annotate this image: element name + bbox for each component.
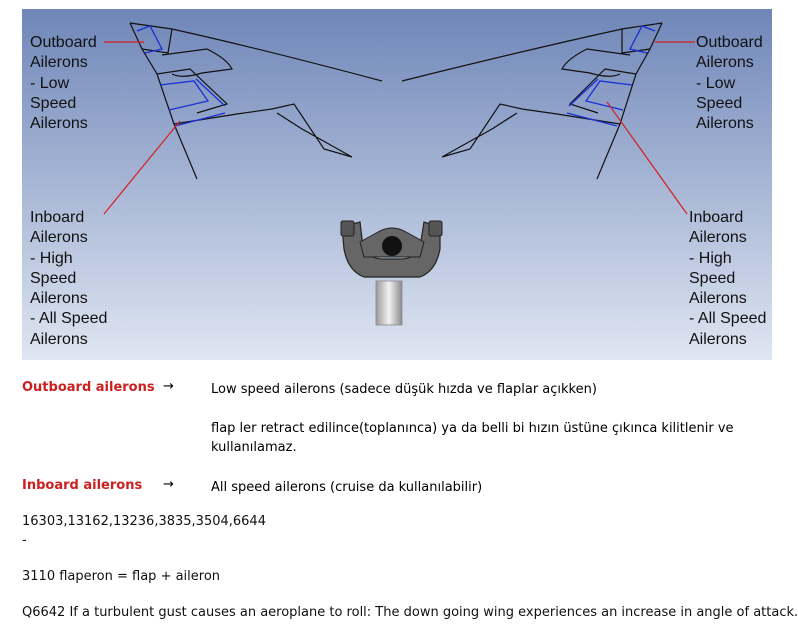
- outboard-detail-line-2: kullanılamaz.: [211, 440, 297, 455]
- label-line: Speed: [30, 94, 77, 112]
- inboard-ailerons-label-right: Inboard Ailerons - High Speed Ailerons -…: [689, 208, 766, 350]
- label-line: Speed: [689, 269, 736, 287]
- inboard-term: Inboard ailerons: [22, 478, 143, 493]
- outboard-description: Low speed ailerons (sadece düşük hızda v…: [211, 382, 597, 397]
- label-line: Outboard: [30, 34, 97, 51]
- label-line: Ailerons: [30, 54, 88, 72]
- right-arrow-icon: →: [163, 477, 174, 492]
- right-arrow-icon: →: [163, 379, 174, 394]
- left-wing: [129, 22, 383, 180]
- aileron-diagram-graphic: [22, 9, 772, 360]
- label-line: Outboard: [696, 34, 763, 51]
- inboard-ailerons-label-left: Inboard Ailerons - High Speed Ailerons -…: [30, 208, 107, 350]
- outboard-detail-line-1: flap ler retract edilince(toplanınca) ya…: [211, 421, 734, 436]
- label-line: Speed: [696, 94, 743, 112]
- inboard-note: Inboard ailerons: [22, 478, 142, 493]
- label-line: Ailerons: [30, 330, 88, 348]
- outboard-term: Outboard ailerons: [22, 380, 155, 395]
- label-line: - High: [689, 249, 732, 267]
- label-line: Inboard: [689, 209, 744, 226]
- label-line: Speed: [30, 269, 77, 287]
- label-line: Ailerons: [689, 330, 747, 348]
- outboard-ailerons-label-left: Outboard Ailerons - Low Speed Ailerons: [30, 33, 97, 134]
- flaperon-note: 3110 flaperon = flap + aileron: [22, 569, 221, 584]
- label-line: Ailerons: [696, 54, 754, 72]
- label-line: - Low: [696, 74, 736, 92]
- dash: -: [22, 533, 27, 548]
- label-line: - High: [30, 249, 73, 267]
- label-line: Ailerons: [689, 229, 747, 247]
- label-line: Ailerons: [696, 115, 754, 133]
- left-wing-ailerons: [136, 25, 226, 127]
- question-note: Q6642 If a turbulent gust causes an aero…: [22, 605, 798, 620]
- label-line: - All Speed: [30, 310, 108, 328]
- label-line: Ailerons: [689, 290, 747, 308]
- label-line: Inboard: [30, 209, 85, 226]
- right-wing: [401, 22, 663, 180]
- control-yoke: [340, 220, 443, 326]
- label-line: Ailerons: [30, 290, 88, 308]
- label-line: - All Speed: [689, 310, 767, 328]
- label-line: Ailerons: [30, 115, 88, 133]
- leader-lines: [103, 41, 695, 215]
- aileron-diagram: Outboard Ailerons - Low Speed Ailerons I…: [22, 9, 772, 360]
- right-wing-ailerons: [566, 25, 656, 127]
- inboard-description: All speed ailerons (cruise da kullanılab…: [211, 480, 483, 495]
- label-line: - Low: [30, 74, 70, 92]
- reference-numbers: 16303,13162,13236,3835,3504,6644: [22, 514, 266, 529]
- outboard-ailerons-label-right: Outboard Ailerons - Low Speed Ailerons: [696, 33, 763, 134]
- label-line: Ailerons: [30, 229, 88, 247]
- outboard-note: Outboard ailerons: [22, 380, 155, 395]
